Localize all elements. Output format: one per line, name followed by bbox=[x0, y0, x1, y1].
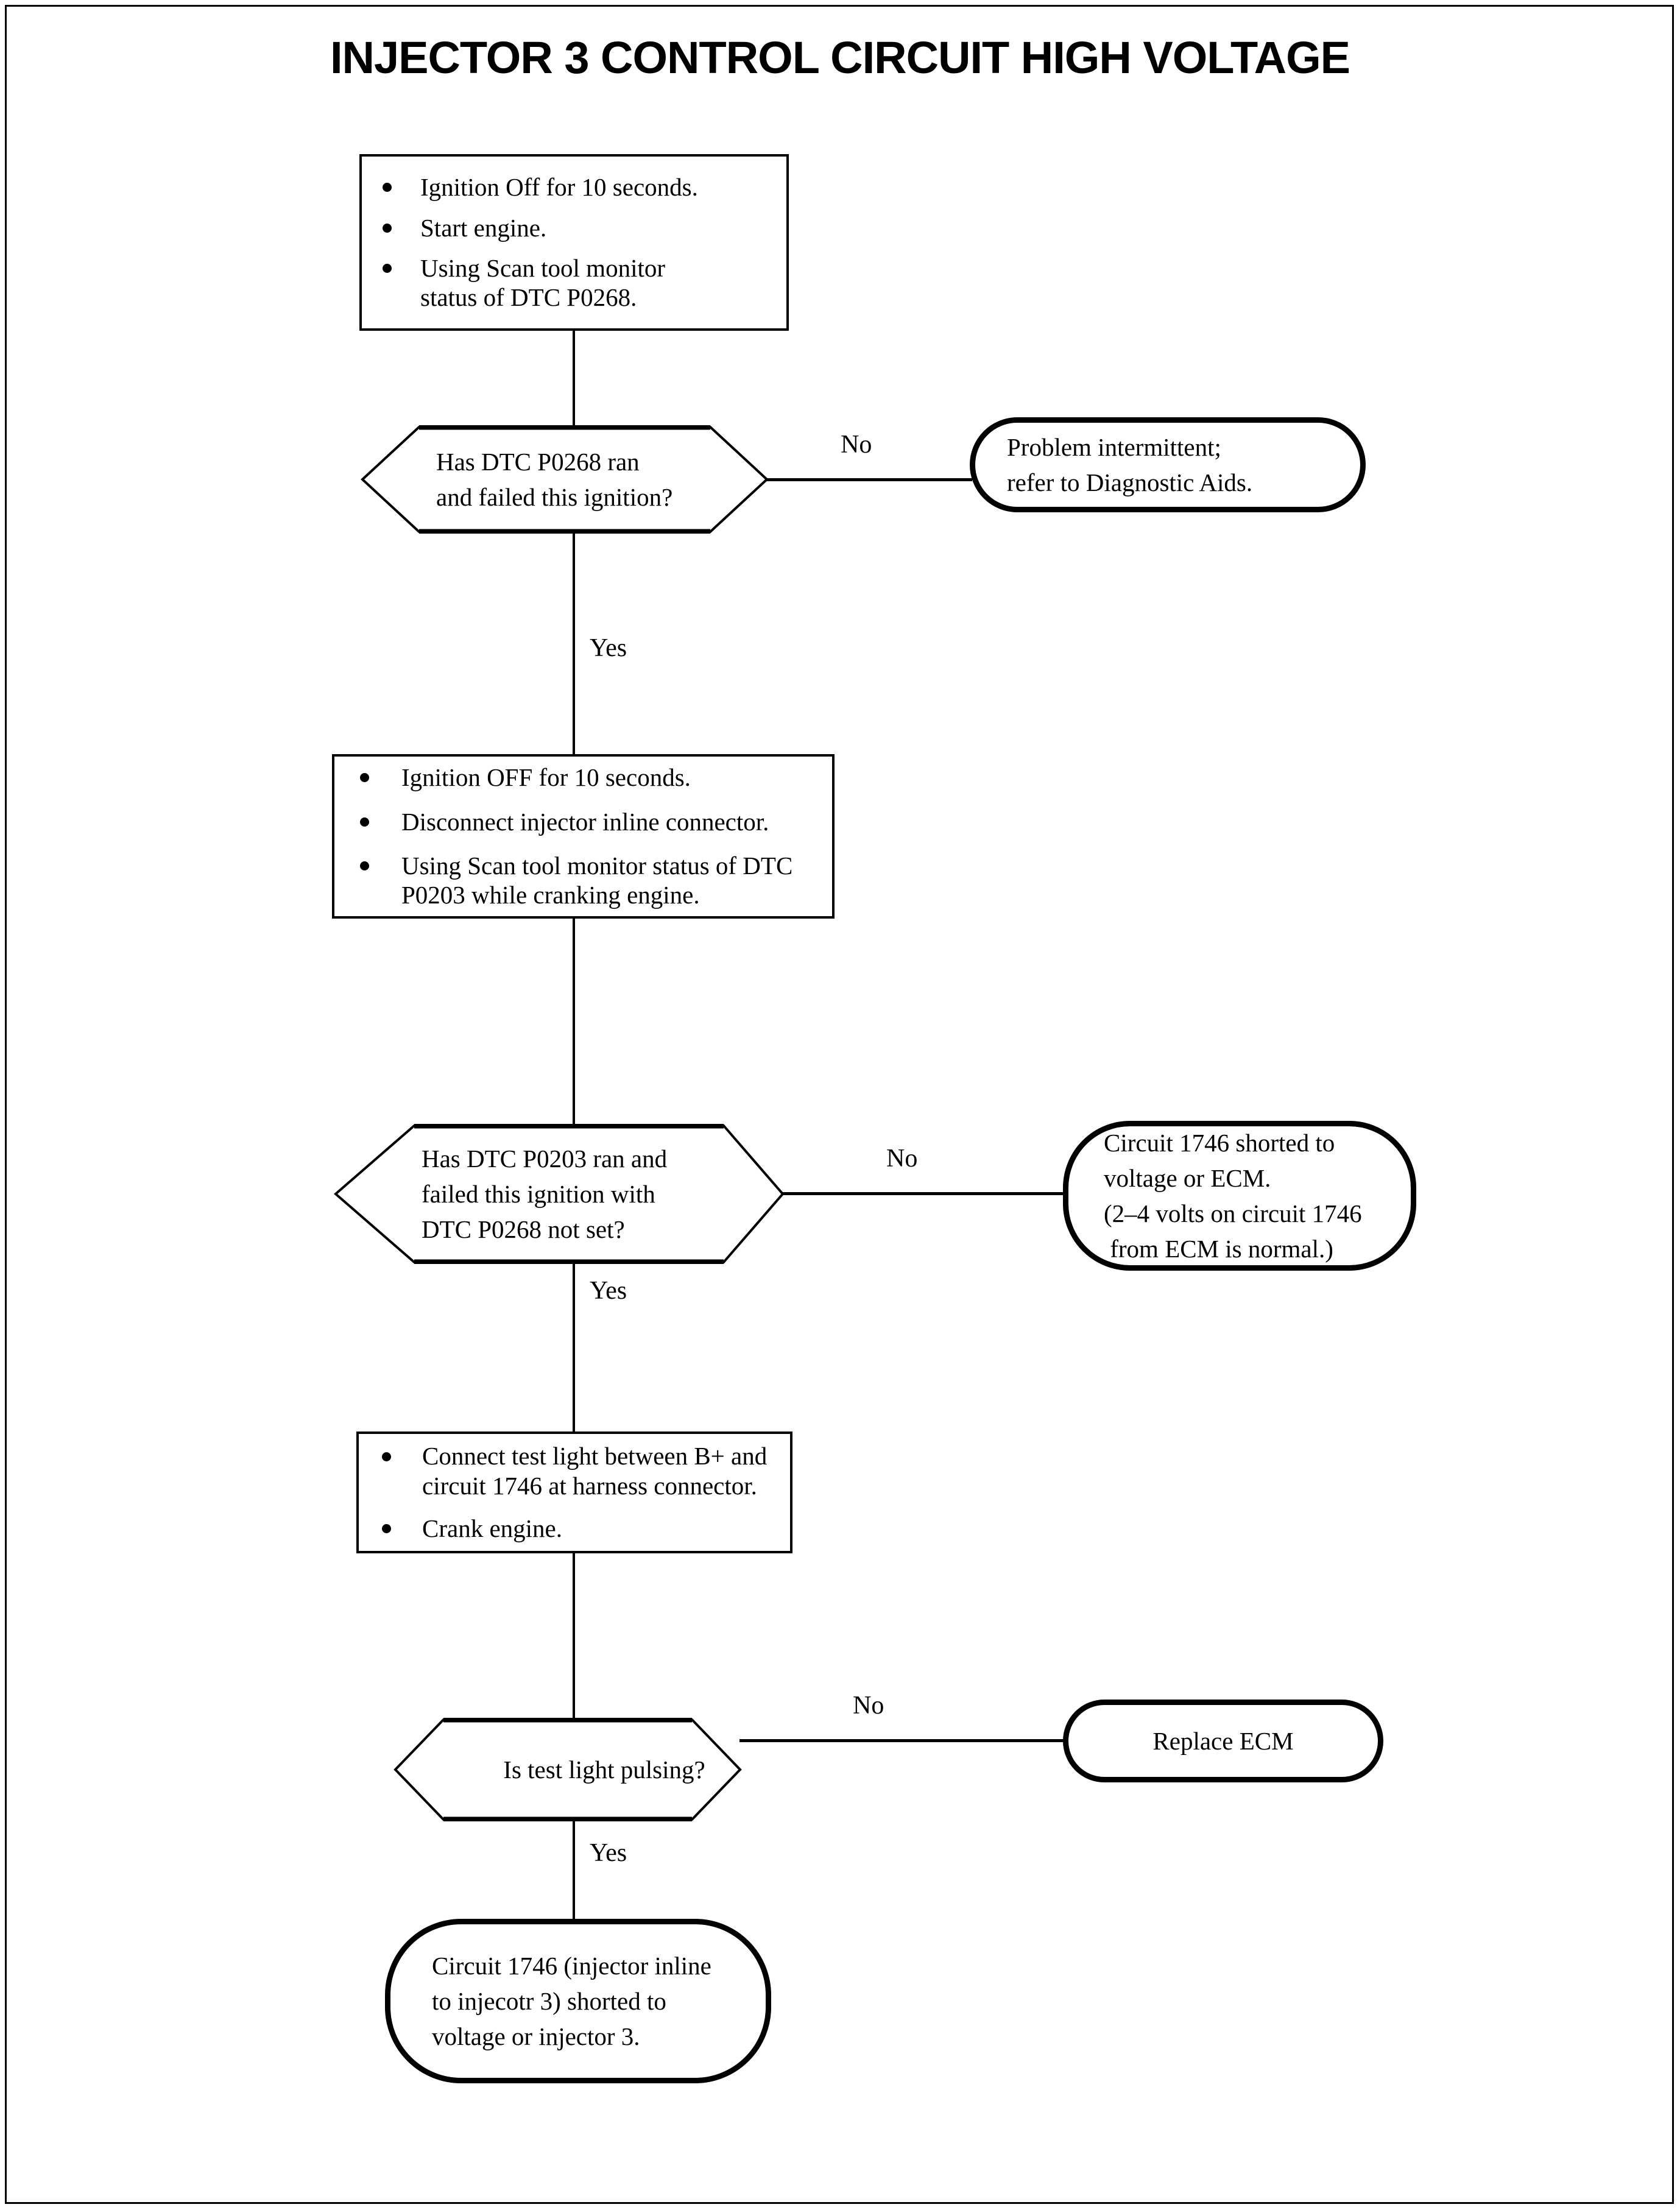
bullet-icon bbox=[382, 1452, 391, 1461]
bullet-icon bbox=[360, 817, 369, 827]
process-step-3: Connect test light between B+ and circui… bbox=[356, 1432, 792, 1553]
decision-has-dtc-p0268-failed: Has DTC P0268 ran and failed this igniti… bbox=[361, 425, 769, 534]
list-item: Using Scan tool monitor status of DTC P0… bbox=[362, 253, 780, 312]
process-step-2: Ignition OFF for 10 seconds. Disconnect … bbox=[332, 754, 835, 919]
bullet-icon bbox=[360, 861, 369, 871]
terminator-line1: Circuit 1746 (injector inline bbox=[432, 1951, 711, 1980]
terminator-line2: to injecotr 3) shorted to bbox=[432, 1986, 666, 2015]
list-item-text-line1: Connect test light between B+ and bbox=[422, 1442, 768, 1470]
list-item-text: Start engine. bbox=[420, 213, 547, 242]
process-step-2-list: Ignition OFF for 10 seconds. Disconnect … bbox=[334, 763, 826, 910]
branch-label-yes-2: Yes bbox=[590, 1277, 627, 1305]
list-item: Disconnect injector inline connector. bbox=[334, 807, 826, 836]
terminator-line2: voltage or ECM. bbox=[1104, 1163, 1271, 1192]
list-item-text: Crank engine. bbox=[422, 1514, 562, 1543]
terminator-circuit-1746-shorted: Circuit 1746 shorted to voltage or ECM. … bbox=[1063, 1121, 1416, 1271]
connector-decision3-no bbox=[739, 1739, 1065, 1742]
connector-step3-to-decision3 bbox=[573, 1553, 575, 1720]
list-item-text-line2: P0203 while cranking engine. bbox=[401, 881, 700, 909]
hexagon-shape bbox=[361, 425, 769, 534]
terminator-line1: Replace ECM bbox=[1152, 1726, 1294, 1755]
list-item: Ignition OFF for 10 seconds. bbox=[334, 763, 826, 792]
connector-decision1-no bbox=[766, 478, 972, 481]
terminator-replace-ecm: Replace ECM bbox=[1063, 1700, 1383, 1782]
decision-label-line1: Has DTC P0203 ran and bbox=[422, 1144, 668, 1173]
terminator-line1: Problem intermittent; bbox=[1007, 432, 1221, 461]
decision-label: Has DTC P0203 ran and failed this igniti… bbox=[334, 1124, 927, 1264]
bullet-icon bbox=[382, 1524, 391, 1534]
decision-label: Is test light pulsing? bbox=[394, 1718, 815, 1821]
process-step-1-list: Ignition Off for 10 seconds. Start engin… bbox=[362, 172, 780, 312]
list-item-text-line2: circuit 1746 at harness connector. bbox=[422, 1471, 757, 1500]
decision-is-test-light-pulsing: Is test light pulsing? bbox=[394, 1718, 742, 1821]
connector-decision2-no bbox=[782, 1192, 1066, 1195]
branch-label-no-2: No bbox=[886, 1145, 918, 1173]
terminator-line1: Circuit 1746 shorted to bbox=[1104, 1128, 1335, 1157]
decision-label: Has DTC P0268 ran and failed this igniti… bbox=[361, 425, 905, 534]
connector-step2-to-decision2 bbox=[573, 919, 575, 1126]
terminator-line2: refer to Diagnostic Aids. bbox=[1007, 468, 1253, 496]
process-step-1: Ignition Off for 10 seconds. Start engin… bbox=[359, 154, 789, 331]
connector-decision3-yes bbox=[573, 1820, 575, 1921]
list-item: Start engine. bbox=[362, 213, 780, 242]
bullet-icon bbox=[383, 264, 392, 274]
terminator-line3: (2–4 volts on circuit 1746 bbox=[1104, 1199, 1362, 1227]
page-border bbox=[5, 5, 1674, 2204]
terminator-line4: from ECM is normal.) bbox=[1104, 1235, 1333, 1263]
page-title: INJECTOR 3 CONTROL CIRCUIT HIGH VOLTAGE bbox=[330, 32, 1350, 83]
branch-label-yes-1: Yes bbox=[590, 634, 627, 662]
bullet-icon bbox=[383, 183, 392, 192]
list-item: Using Scan tool monitor status of DTC P0… bbox=[334, 851, 826, 910]
connector-decision2-yes bbox=[573, 1262, 575, 1432]
branch-label-no-3: No bbox=[853, 1692, 884, 1720]
connector-decision1-yes bbox=[573, 532, 575, 754]
list-item-text-line2: status of DTC P0268. bbox=[420, 283, 637, 312]
hexagon-shape bbox=[334, 1124, 785, 1264]
hexagon-shape bbox=[394, 1718, 742, 1821]
decision-has-dtc-p0203-failed: Has DTC P0203 ran and failed this igniti… bbox=[334, 1124, 785, 1264]
process-step-3-list: Connect test light between B+ and circui… bbox=[359, 1441, 784, 1543]
list-item-text-line1: Using Scan tool monitor bbox=[420, 254, 666, 282]
branch-label-no-1: No bbox=[841, 431, 872, 459]
decision-label-line3: DTC P0268 not set? bbox=[422, 1215, 625, 1244]
terminator-problem-intermittent: Problem intermittent; refer to Diagnosti… bbox=[970, 417, 1366, 512]
decision-label-line2: and failed this ignition? bbox=[436, 483, 673, 511]
list-item-text: Disconnect injector inline connector. bbox=[401, 807, 769, 836]
list-item: Ignition Off for 10 seconds. bbox=[362, 172, 780, 202]
decision-label-line2: failed this ignition with bbox=[422, 1179, 655, 1208]
terminator-circuit-1746-shorted-injector3: Circuit 1746 (injector inline to injecot… bbox=[385, 1919, 771, 2083]
list-item: Crank engine. bbox=[359, 1514, 784, 1543]
connector-step1-to-decision1 bbox=[573, 331, 575, 426]
branch-label-yes-3: Yes bbox=[590, 1839, 627, 1867]
bullet-icon bbox=[360, 773, 369, 783]
list-item: Connect test light between B+ and circui… bbox=[359, 1441, 784, 1500]
list-item-text-line1: Using Scan tool monitor status of DTC bbox=[401, 852, 793, 880]
decision-label-line1: Has DTC P0268 ran bbox=[436, 447, 640, 476]
terminator-line3: voltage or injector 3. bbox=[432, 2022, 640, 2051]
bullet-icon bbox=[383, 223, 392, 233]
decision-label-line1: Is test light pulsing? bbox=[503, 1755, 705, 1784]
list-item-text: Ignition OFF for 10 seconds. bbox=[401, 763, 691, 792]
list-item-text: Ignition Off for 10 seconds. bbox=[420, 173, 698, 202]
